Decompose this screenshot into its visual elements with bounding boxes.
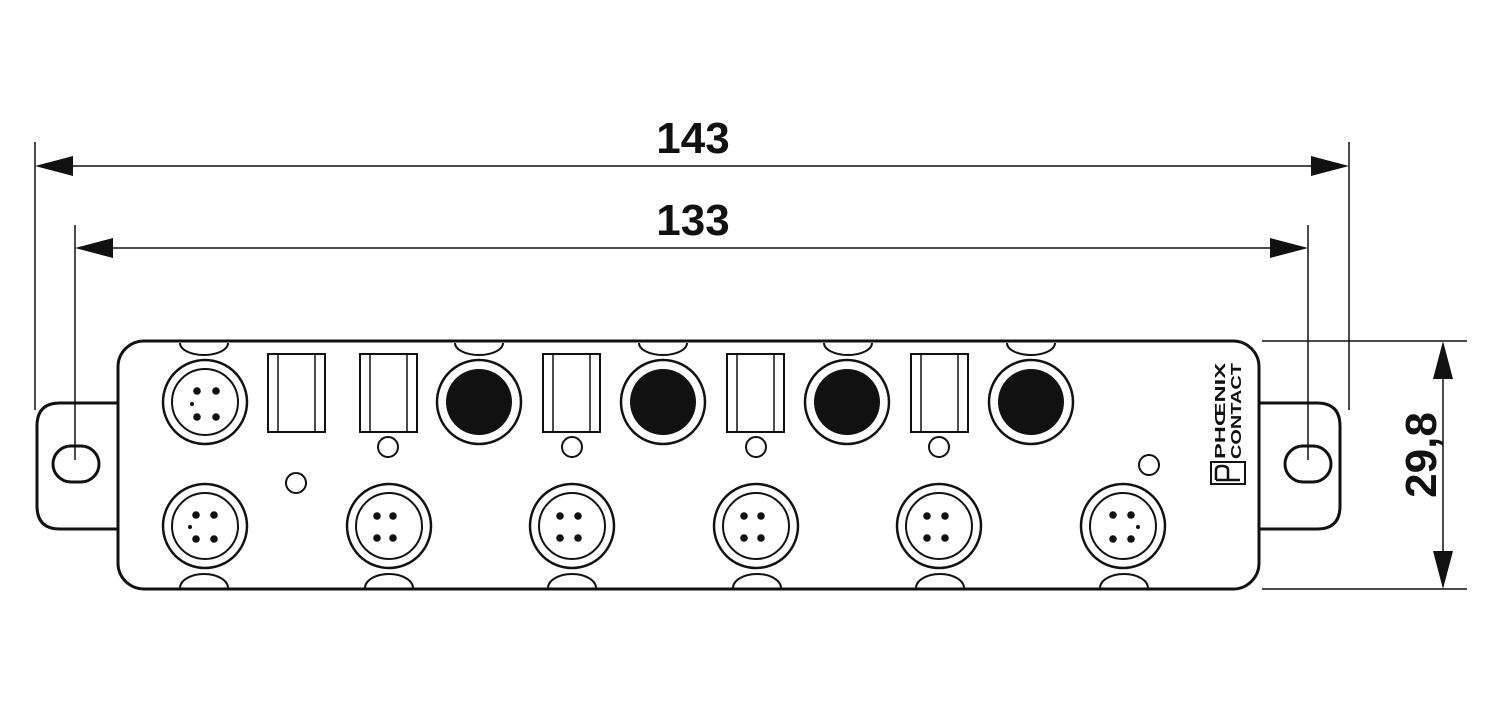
- label-window: [542, 353, 601, 433]
- cap-tabs-top: [179, 342, 1056, 356]
- cap-tab: [1006, 342, 1056, 356]
- arrowhead-left-143: [35, 156, 73, 176]
- led: [377, 436, 399, 458]
- cap-tab: [823, 342, 873, 356]
- connectors-m12-bottom: [161, 482, 1167, 570]
- arrowhead-bottom-29-8: [1433, 551, 1453, 589]
- dimension-height: 29,8: [1262, 340, 1467, 590]
- sealing-plug: [435, 358, 523, 446]
- mounting-flange-right: [1259, 401, 1342, 531]
- cap-tabs-bottom: [179, 573, 1149, 589]
- led: [561, 436, 583, 458]
- dimension-label-133: 133: [656, 196, 729, 245]
- dimension-hole-spacing: 133: [74, 196, 1309, 460]
- connector-m12: [712, 482, 800, 570]
- cap-tab: [179, 573, 229, 589]
- cap-tab: [179, 342, 229, 356]
- led: [1138, 454, 1160, 476]
- logo-symbol-frame: [1210, 461, 1246, 485]
- housing: PHŒNIX CONTACT: [35, 339, 1342, 591]
- led: [285, 472, 307, 494]
- logo-text-line1: PHŒNIX: [1212, 363, 1229, 459]
- arrowhead-left-133: [75, 238, 113, 258]
- logo-p-icon: [1214, 464, 1240, 482]
- brand-logo: PHŒNIX CONTACT: [1210, 363, 1246, 485]
- mounting-flange-left: [35, 401, 118, 531]
- connector-m12: [345, 482, 433, 570]
- label-window: [726, 353, 785, 433]
- arrowhead-top-29-8: [1433, 341, 1453, 379]
- cap-tab: [364, 573, 414, 589]
- dimension-label-29-8: 29,8: [1397, 412, 1446, 498]
- arrowhead-right-143: [1311, 156, 1349, 176]
- connector-m12: [1079, 482, 1167, 570]
- mounting-hole-right: [1283, 444, 1333, 484]
- cap-tab: [1099, 573, 1149, 589]
- logo-text-line2: CONTACT: [1228, 363, 1245, 459]
- sealing-plug: [987, 358, 1075, 446]
- led: [928, 436, 950, 458]
- label-window: [910, 353, 969, 433]
- status-leds: [285, 436, 1160, 494]
- sealing-plug: [803, 358, 891, 446]
- sealing-plugs: [435, 358, 1075, 446]
- led: [745, 436, 767, 458]
- connector-m12: [161, 482, 249, 570]
- arrowhead-right-133: [1270, 238, 1308, 258]
- dimension-label-143: 143: [656, 114, 729, 163]
- label-window: [359, 353, 418, 433]
- sealing-plug: [619, 358, 707, 446]
- connector-m12-top: [161, 358, 249, 446]
- cap-tab: [915, 573, 965, 589]
- cap-tab: [454, 342, 504, 356]
- housing-body: [116, 339, 1261, 591]
- label-window: [267, 353, 326, 433]
- label-windows: [267, 353, 969, 433]
- connector-m12: [528, 482, 616, 570]
- cap-tab: [732, 573, 782, 589]
- dimension-overall-width: 143: [34, 114, 1350, 410]
- cap-tab: [638, 342, 688, 356]
- cap-tab: [547, 573, 597, 589]
- connector-m12: [895, 482, 983, 570]
- mounting-hole-left: [51, 444, 101, 484]
